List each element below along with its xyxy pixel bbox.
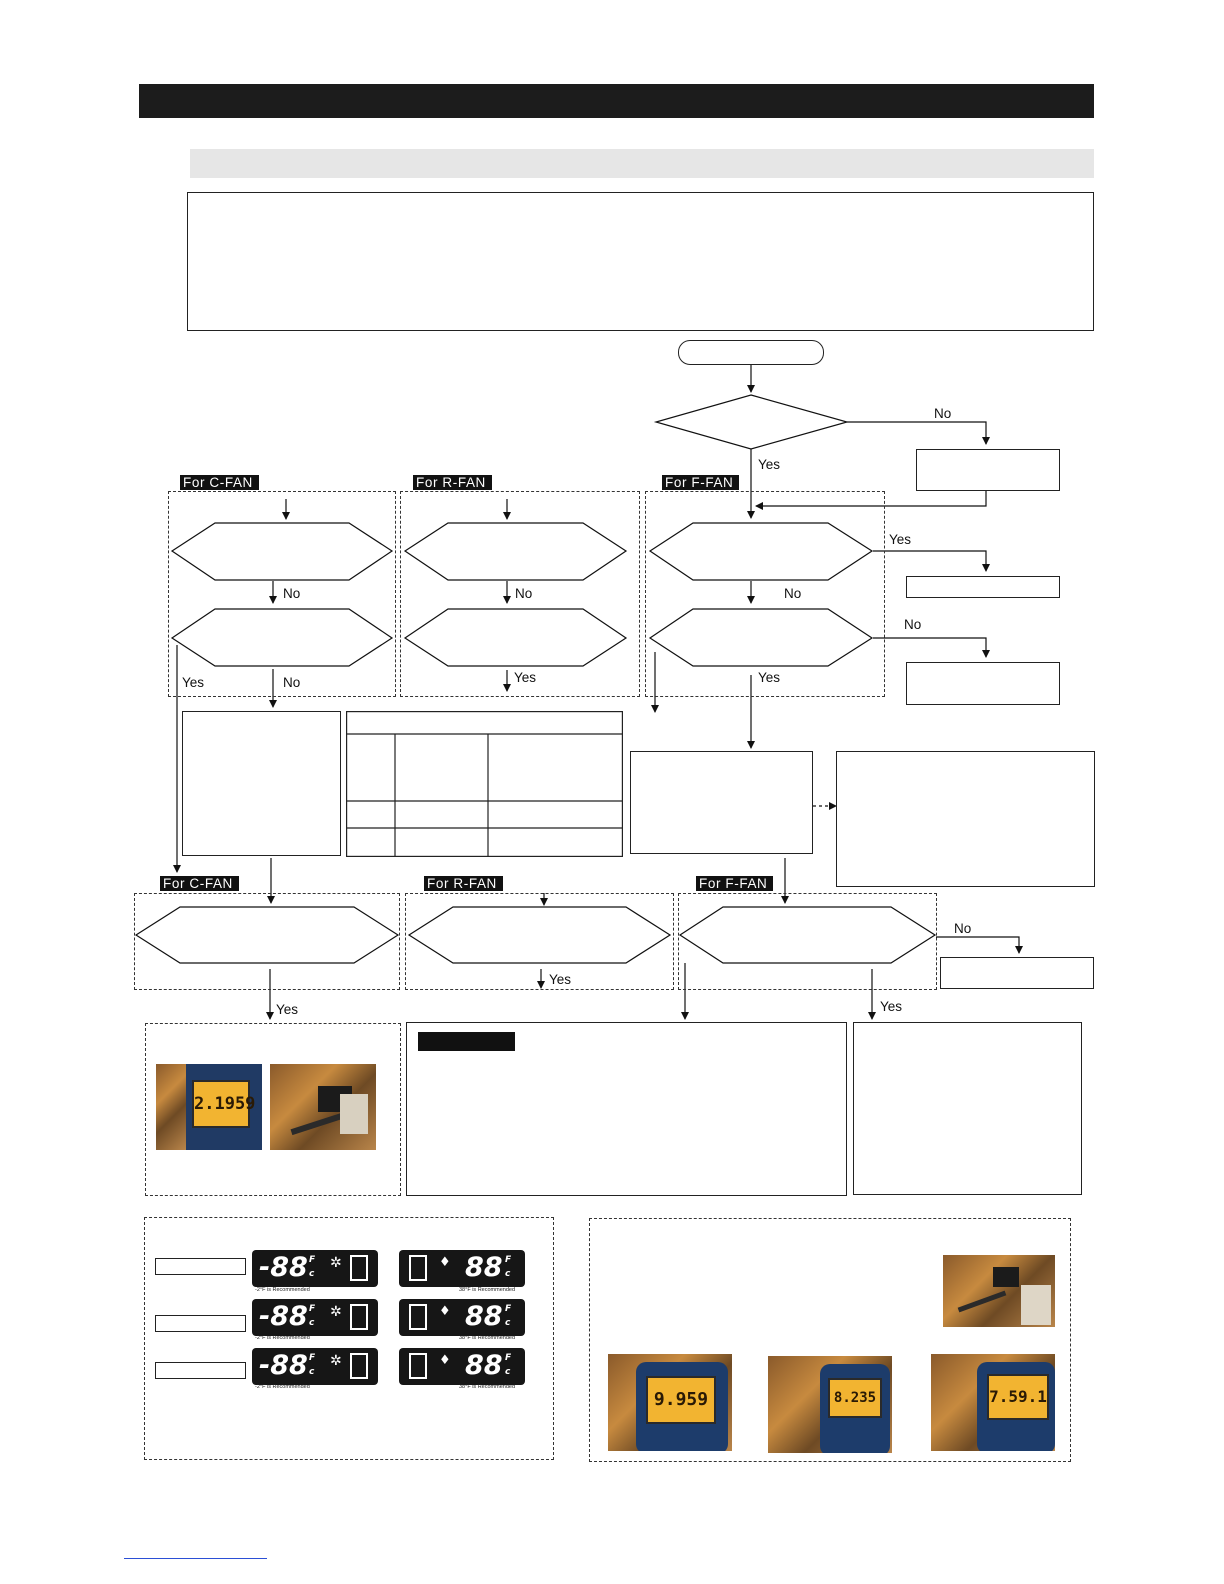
label-no: No	[515, 586, 532, 601]
label-yes: Yes	[880, 999, 902, 1014]
tag-f-fan-bottom: For F-FAN	[696, 876, 773, 891]
freezer-digits: -88	[259, 1302, 308, 1332]
label-no: No	[934, 406, 951, 421]
display-label-box	[155, 1258, 246, 1275]
fridge-note: 38°F is Recommended	[459, 1384, 515, 1390]
freezer-display: -88 F c ✲	[252, 1299, 378, 1336]
unit-c: c	[505, 1367, 510, 1377]
meter-reading: 2.1959	[192, 1080, 250, 1128]
unit-f: F	[505, 1255, 511, 1265]
display-label-box	[155, 1315, 246, 1332]
spec-table	[346, 711, 623, 857]
fridge-display: ♦ 88 F c	[399, 1348, 525, 1385]
label-yes: Yes	[758, 670, 780, 685]
unit-c: c	[505, 1269, 510, 1279]
meter-reading: 9.959	[646, 1376, 716, 1424]
fridge-digits: 88	[465, 1302, 503, 1332]
multimeter-photo: 9.959	[608, 1354, 732, 1451]
ice-icon: ✲	[330, 1304, 342, 1320]
water-drop-icon: ♦	[439, 1255, 451, 1270]
freezer-note: -2°F is Recommended	[255, 1287, 310, 1293]
label-no: No	[784, 586, 801, 601]
multimeter-photo: 8.235	[768, 1356, 892, 1453]
label-no: No	[954, 921, 971, 936]
tag-f-fan-top: For F-FAN	[662, 475, 739, 490]
freezer-display: -88 F c ✲	[252, 1250, 378, 1287]
fridge-note: 38°F is Recommended	[459, 1287, 515, 1293]
ice-icon: ✲	[330, 1255, 342, 1271]
fridge-digits: 88	[465, 1351, 503, 1381]
measurement-photos-box: 9.959 8.235 7.59.1	[589, 1218, 1071, 1462]
door-icon	[409, 1255, 427, 1281]
freezer-digits: -88	[259, 1253, 308, 1283]
door-icon	[350, 1304, 368, 1330]
c-fan-action-box	[182, 711, 341, 856]
unit-c: c	[309, 1318, 314, 1328]
freezer-display: -88 F c ✲	[252, 1348, 378, 1385]
ice-icon: ✲	[330, 1353, 342, 1369]
spec-table-grid	[346, 711, 623, 857]
unit-f: F	[309, 1255, 315, 1265]
display-label-box	[155, 1362, 246, 1379]
unit-f: F	[309, 1353, 315, 1363]
freezer-digits: -88	[259, 1351, 308, 1381]
unit-f: F	[505, 1304, 511, 1314]
tag-c-fan-bottom: For C-FAN	[160, 876, 239, 891]
door-icon	[409, 1304, 427, 1330]
unit-f: F	[505, 1353, 511, 1363]
tag-r-fan-top: For R-FAN	[413, 475, 492, 490]
label-no: No	[283, 675, 300, 690]
label-yes: Yes	[549, 972, 571, 987]
freezer-note: -2°F is Recommended	[255, 1384, 310, 1390]
multimeter-photo: 2.1959	[156, 1064, 262, 1150]
door-icon	[350, 1353, 368, 1379]
r-fan-recheck-group	[405, 893, 674, 990]
voltage-check-box: 2.1959	[145, 1023, 401, 1196]
multimeter-photo: 7.59.1	[931, 1354, 1055, 1451]
no-result-box	[906, 662, 1060, 705]
freezer-note: -2°F is Recommended	[255, 1335, 310, 1341]
label-no: No	[904, 617, 921, 632]
fridge-digits: 88	[465, 1253, 503, 1283]
unit-f: F	[309, 1304, 315, 1314]
water-drop-icon: ♦	[439, 1304, 451, 1319]
fridge-note: 38°F is Recommended	[459, 1335, 515, 1341]
door-icon	[409, 1353, 427, 1379]
pcb-probe-photo	[943, 1255, 1055, 1327]
recheck-no-result-box	[940, 957, 1094, 989]
footer-link-underline[interactable]	[124, 1558, 267, 1559]
no-branch-box	[916, 449, 1060, 491]
caution-box	[406, 1022, 847, 1196]
tag-c-fan-top: For C-FAN	[180, 475, 259, 490]
unit-c: c	[505, 1318, 510, 1328]
label-yes: Yes	[514, 670, 536, 685]
door-icon	[350, 1255, 368, 1281]
caution-label	[418, 1032, 515, 1051]
f-fan-recheck-group	[678, 893, 937, 990]
water-drop-icon: ♦	[439, 1353, 451, 1368]
tag-r-fan-bottom: For R-FAN	[424, 876, 503, 891]
label-yes: Yes	[276, 1002, 298, 1017]
unit-c: c	[309, 1367, 314, 1377]
c-fan-check-group	[168, 491, 396, 697]
label-yes: Yes	[889, 532, 911, 547]
label-no: No	[283, 586, 300, 601]
f-fan-note-box	[836, 751, 1095, 887]
replace-box	[853, 1022, 1082, 1195]
pcb-probe-photo	[270, 1064, 376, 1150]
c-fan-recheck-group	[134, 893, 400, 990]
start-terminator	[678, 340, 824, 365]
meter-reading: 7.59.1	[987, 1374, 1049, 1420]
fridge-display: ♦ 88 F c	[399, 1299, 525, 1336]
yes-result-box	[906, 576, 1060, 598]
label-yes: Yes	[182, 675, 204, 690]
label-yes: Yes	[758, 457, 780, 472]
f-fan-check-group	[645, 491, 885, 697]
fridge-display: ♦ 88 F c	[399, 1250, 525, 1287]
unit-c: c	[309, 1269, 314, 1279]
meter-reading: 8.235	[828, 1378, 882, 1418]
f-fan-action-box	[630, 751, 813, 854]
display-panel-box: -88 F c ✲ -2°F is Recommended ♦ 88 F c 3…	[144, 1217, 554, 1460]
